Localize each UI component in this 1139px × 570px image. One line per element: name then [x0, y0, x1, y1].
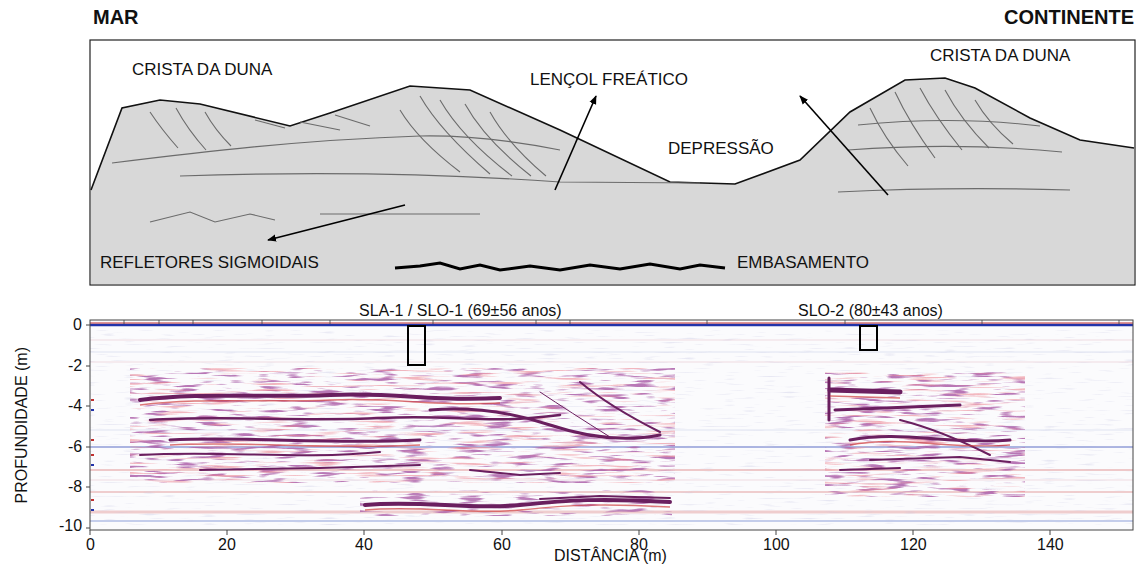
tick-label: 0	[73, 316, 82, 334]
feature-label: CRISTA DA DUNA	[132, 60, 272, 80]
feature-label: EMBASAMENTO	[737, 253, 869, 273]
tick-label: -8	[68, 478, 82, 496]
tick-label: 40	[355, 536, 373, 554]
axis-title: PROFUNDIDADE (m)	[13, 347, 31, 503]
tick-label: 60	[493, 536, 511, 554]
axis-title: DISTÂNCIA (m)	[554, 547, 667, 565]
tick-label: 140	[1037, 536, 1064, 554]
feature-label: DEPRESSÃO	[668, 139, 774, 159]
tick-label: 120	[900, 536, 927, 554]
side-label: MAR	[93, 6, 139, 29]
feature-label: REFLETORES SIGMOIDAIS	[100, 253, 319, 273]
side-label: CONTINENTE	[1004, 6, 1134, 29]
sample-label: SLO-2 (80±43 anos)	[798, 302, 943, 320]
tick-label: 100	[763, 536, 790, 554]
tick-label: -10	[59, 517, 82, 535]
tick-label: 80	[630, 536, 648, 554]
tick-label: 20	[218, 536, 236, 554]
feature-label: CRISTA DA DUNA	[930, 46, 1070, 66]
tick-label: 0	[86, 536, 95, 554]
tick-label: -6	[68, 438, 82, 456]
tick-label: -2	[68, 357, 82, 375]
feature-label: LENÇOL FREÁTICO	[530, 70, 688, 90]
sample-label: SLA-1 / SLO-1 (69±56 anos)	[359, 302, 562, 320]
tick-label: -4	[68, 397, 82, 415]
